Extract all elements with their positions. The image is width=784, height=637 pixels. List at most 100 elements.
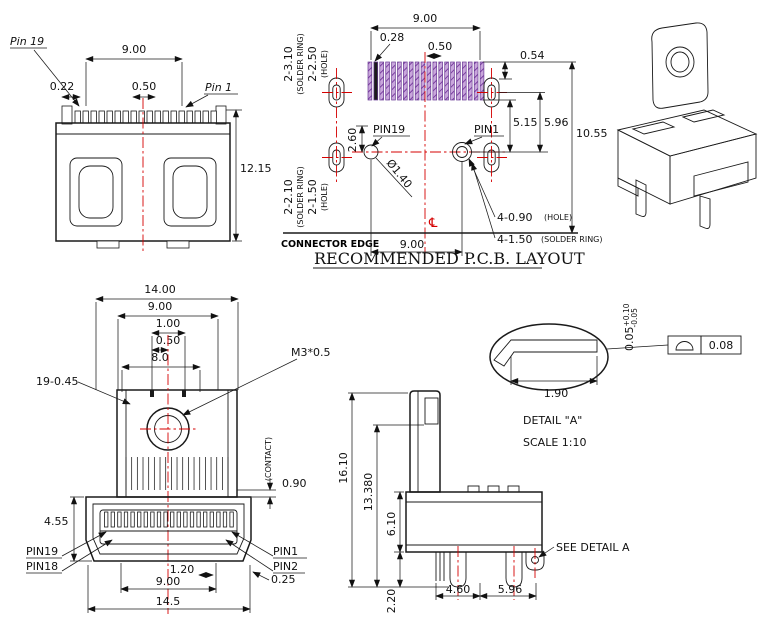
tv-dim-900: 9.00 [148, 300, 173, 313]
hole-bot-note: (HOLE) [320, 183, 329, 211]
pcb-dim-1055: 10.55 [576, 127, 608, 140]
pin1-hole [456, 146, 468, 158]
front-height-dim: 12.15 [240, 162, 272, 175]
sv-body [405, 491, 543, 553]
pin1-solder-ring [452, 142, 472, 162]
pcb-pin1-label: PIN1 [474, 123, 499, 136]
pcb-pad-width-dim: 0.28 [380, 31, 405, 44]
sv-dim-596: 5.96 [498, 583, 523, 596]
detail-a-section [493, 339, 598, 367]
pcb-dim-054: 0.54 [520, 49, 545, 62]
detail-a-scale: SCALE 1:10 [523, 436, 586, 449]
slot-pins [104, 511, 234, 528]
pcb-hole-dia-dim: Ø1.40 [384, 157, 415, 191]
front-pin-teeth [74, 110, 217, 124]
side-view: 16.10 13.380 6.10 2.20 SEE DETAIL A 4.60… [337, 390, 630, 614]
flatness-value-box [700, 335, 742, 355]
iso-opening-1 [631, 121, 676, 135]
see-detail-a-label: SEE DETAIL A [556, 541, 630, 554]
iso-screw-hole [670, 51, 690, 73]
sv-dim-460: 4.60 [446, 583, 471, 596]
sv-dim-220: 2.20 [385, 589, 398, 614]
tv-pin1-label: PIN1 [273, 545, 298, 558]
front-left-contact [78, 165, 114, 219]
tv-thread-dim: M3*0.5 [291, 346, 330, 359]
iso-top-face [616, 109, 758, 157]
front-left-opening [69, 157, 123, 227]
tv-pin19-label: PIN19 [26, 545, 58, 558]
tv-dim-120: 1.20 [170, 563, 195, 576]
tv-pin2-label: PIN2 [273, 560, 298, 573]
pcb-layout-title: RECOMMENDED P.C.B. LAYOUT [314, 249, 585, 268]
iso-opening-2 [681, 109, 726, 123]
tv-dim-090: 0.90 [282, 477, 307, 490]
ring-bot-dim: 2-2.10 [282, 179, 295, 214]
tv-pins-dim: 19-0.45 [36, 375, 78, 388]
pcb-pad-span-dim: 9.00 [413, 12, 438, 25]
tv-dim-145: 14.5 [156, 595, 181, 608]
pcb-dim-515: 5.15 [513, 116, 538, 129]
front-right-contact [172, 165, 208, 219]
detail-a-bubble [489, 323, 609, 391]
front-width-dim: 9.00 [122, 43, 147, 56]
sv-dim-1610: 16.10 [337, 452, 350, 484]
ring-bot-note: (SOLDER RING) [296, 166, 305, 228]
da-dim-008: 0.08 [709, 339, 734, 352]
tv-receptacle-outline [85, 496, 252, 562]
iso-pin-comb [693, 161, 749, 197]
sv-dim-13380: 13.380 [362, 473, 375, 512]
tv-slot [99, 509, 238, 545]
pcb-pin19-label: PIN19 [373, 123, 405, 136]
iso-left-face [617, 129, 671, 205]
tv-dim-025: 0.25 [271, 573, 296, 586]
front-view: Pin 19 9.00 0.22 0.50 Pin 1 12.15 [10, 35, 272, 252]
pcb-dim-596: 5.96 [544, 116, 569, 129]
front-right-opening [163, 157, 217, 227]
sv-dim-610: 6.10 [385, 512, 398, 537]
pcb-dim-260: 2.60 [346, 128, 359, 153]
pcb-hole-span-dim: 9.00 [400, 238, 425, 251]
hole-top-dim: 2-2.50 [306, 46, 319, 81]
detail-a-title: DETAIL "A" [523, 414, 582, 427]
small-ring-dim: 4-1.50 [497, 233, 532, 246]
tv-dim-1400: 14.00 [144, 283, 176, 296]
contact-lines [125, 457, 229, 490]
front-pin-offset-dim: 0.22 [50, 80, 75, 93]
sv-rear-tab [409, 390, 441, 493]
centerline-symbol: ℄ [428, 216, 438, 231]
iso-right-face [669, 133, 757, 205]
isometric-view [616, 22, 758, 229]
pcb-pad-pitch-dim: 0.50 [428, 40, 453, 53]
da-tolerance: 0.05+0.10-0.05 [622, 303, 639, 351]
hole-top-note: (HOLE) [320, 50, 329, 78]
tv-contact-note: (CONTACT) [264, 437, 273, 481]
iso-screw-hole-ring [665, 46, 695, 78]
ring-top-dim: 2-3.10 [282, 46, 295, 81]
ring-top-note: (SOLDER RING) [296, 33, 305, 95]
front-left-end-tab [61, 105, 73, 125]
front-right-end-tab [215, 105, 227, 125]
tv-dim-80: 8.0 [151, 351, 169, 364]
small-ring-note: (SOLDER RING) [541, 235, 603, 244]
hole-bot-dim: 2-1.50 [306, 179, 319, 214]
front-pin-pitch-dim: 0.50 [132, 80, 157, 93]
tv-dim-900b: 9.00 [156, 575, 181, 588]
pcb-pads [367, 61, 485, 101]
pin1-label: Pin 1 [205, 81, 232, 94]
top-view: 14.00 9.00 1.00 0.50 8.0 19-0.45 M3*0.5 … [26, 283, 330, 614]
pin19-label: Pin 19 [10, 35, 44, 48]
iso-leg-2 [699, 195, 711, 229]
sv-latch-cut [424, 397, 439, 425]
connector-edge-label: CONNECTOR EDGE [281, 239, 379, 250]
iso-leg-1 [635, 179, 647, 217]
flatness-symbol [675, 341, 694, 351]
tv-dim-100: 1.00 [156, 317, 181, 330]
small-hole-dim: 4-0.90 [497, 211, 532, 224]
tv-dim-455: 4.55 [44, 515, 69, 528]
small-hole-note: (HOLE) [544, 213, 572, 222]
sv-mount-tab [525, 551, 545, 571]
flatness-symbol-box [667, 335, 702, 355]
da-dim-190: 1.90 [544, 387, 569, 400]
pcb-layout-view: 9.00 0.28 0.50 PIN19 PIN1 2.60 Ø1.40 2-3… [281, 12, 608, 269]
